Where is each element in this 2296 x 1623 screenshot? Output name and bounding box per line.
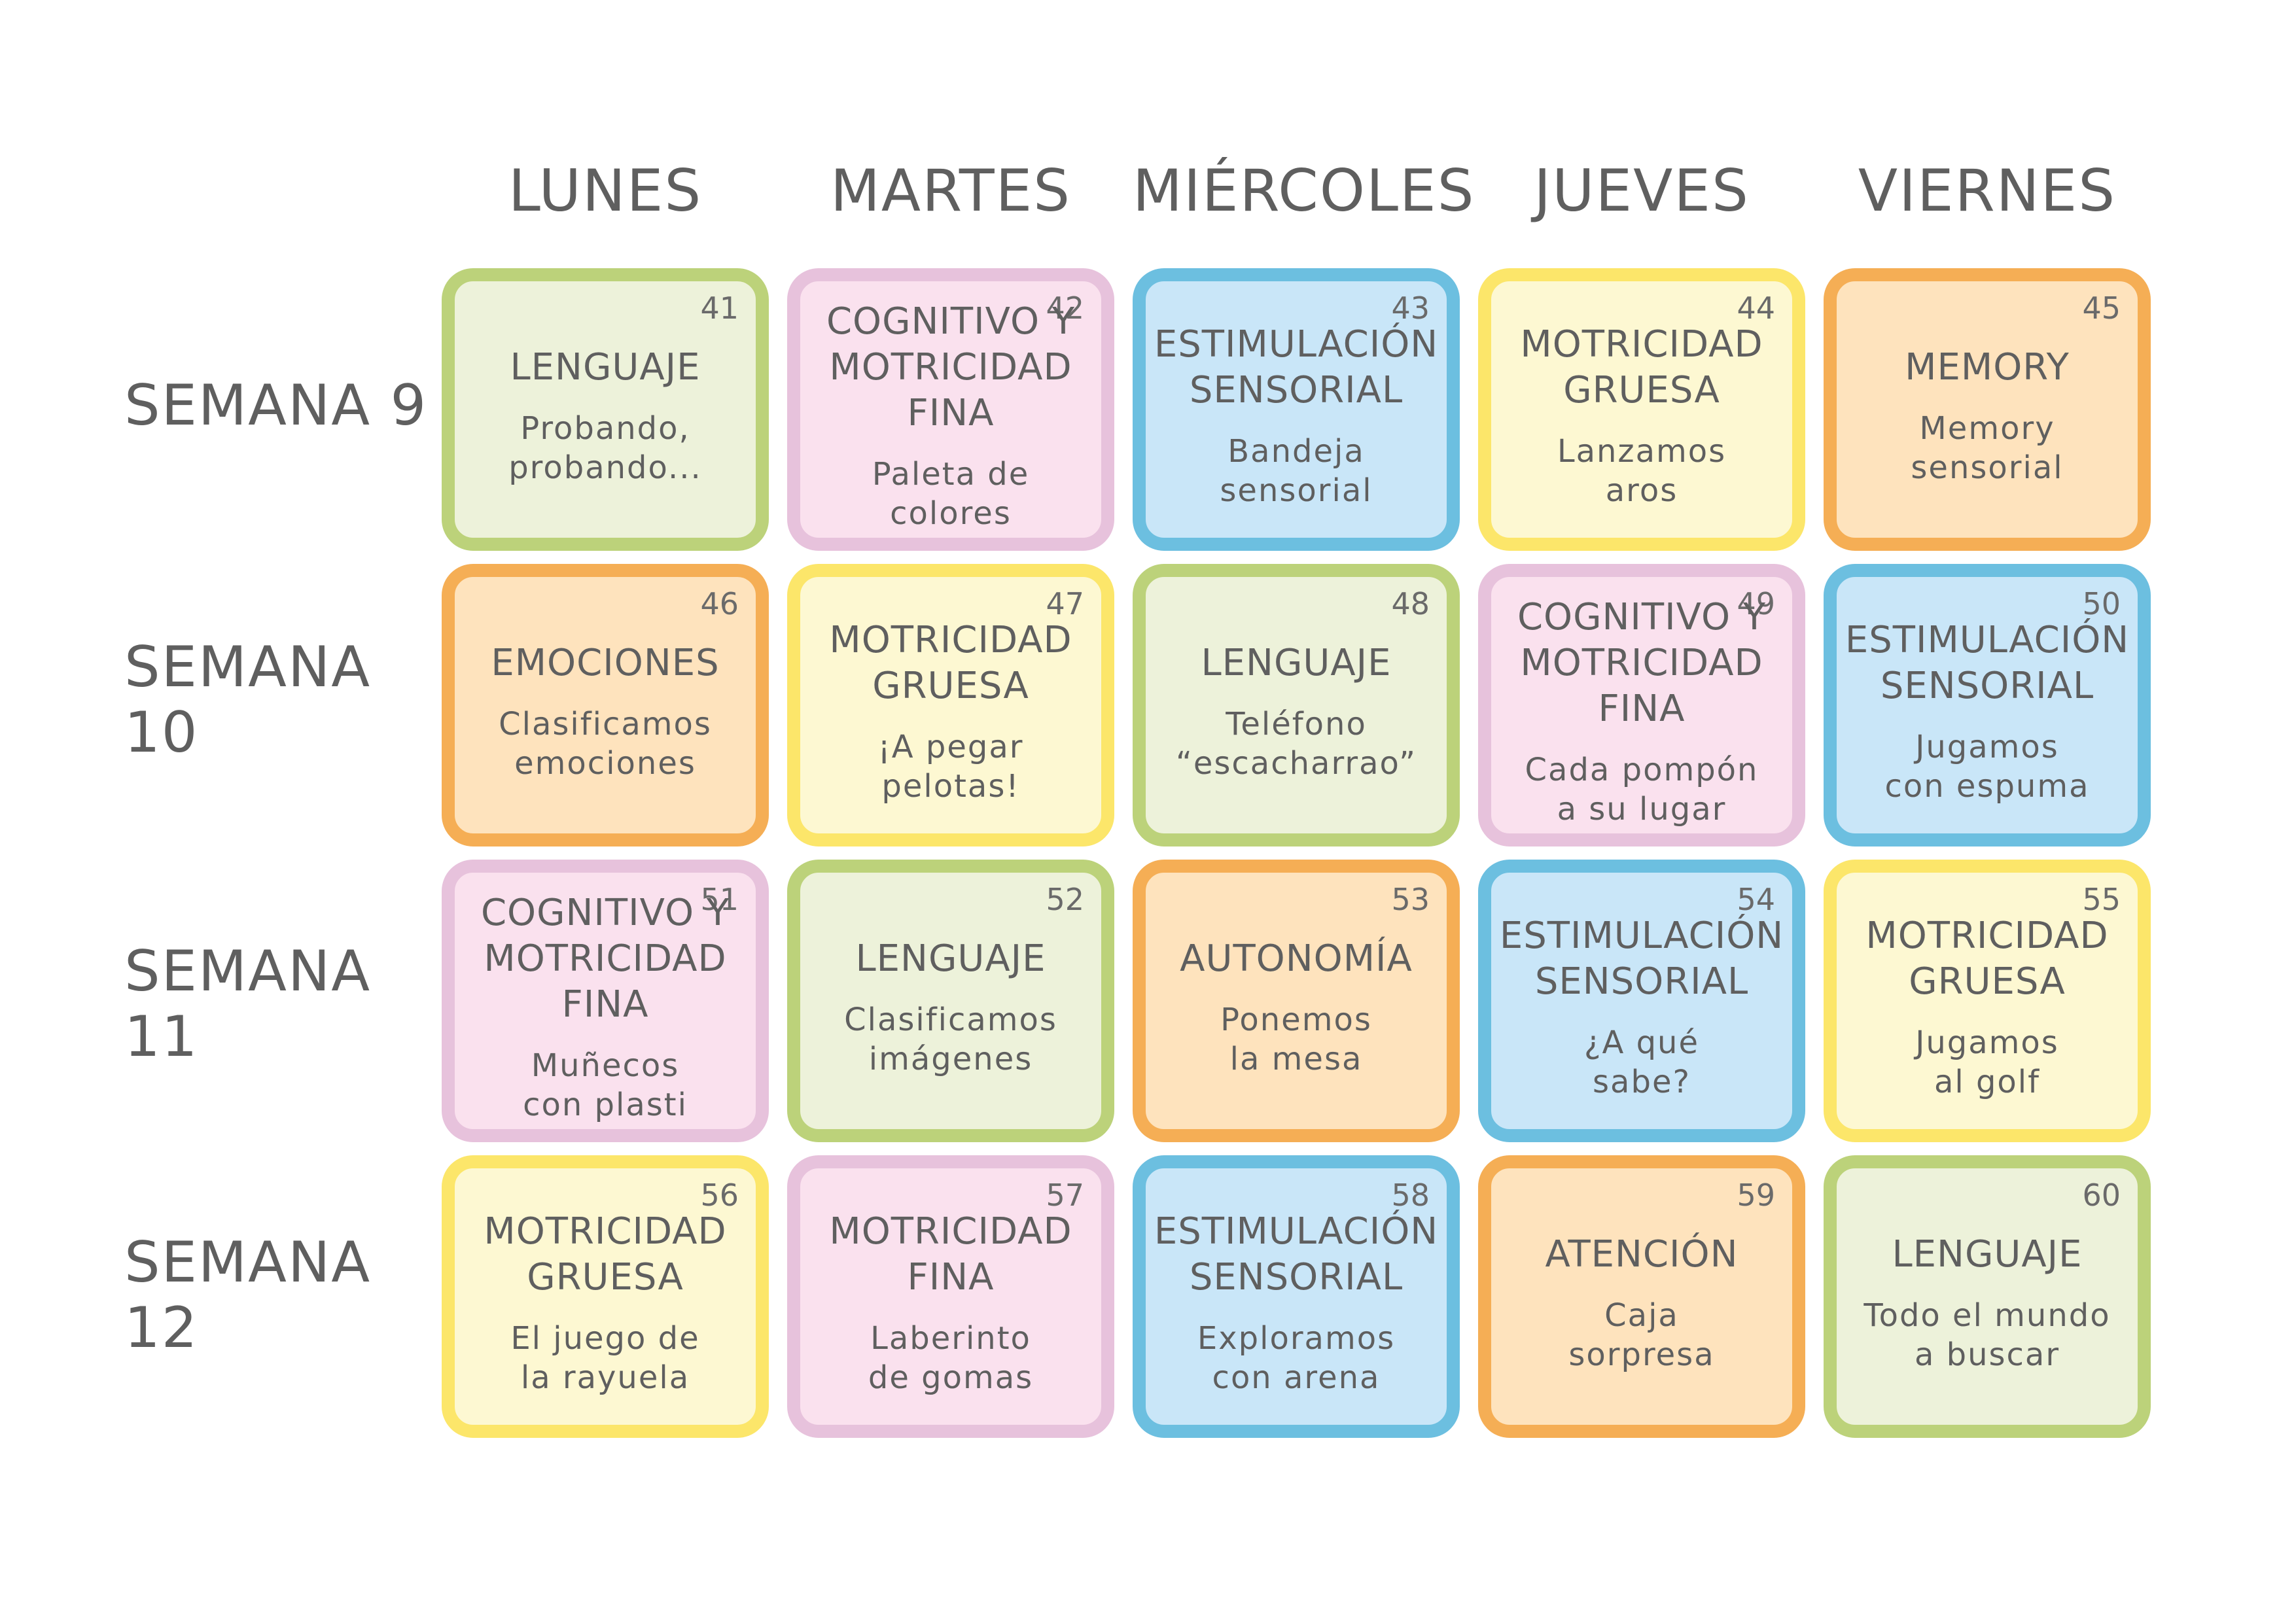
activity-category: MOTRICIDAD FINA bbox=[829, 1210, 1072, 1299]
activity-card: 46 EMOCIONES Clasificamos emociones bbox=[442, 564, 769, 846]
activity-category: COGNITIVO Y MOTRICIDAD FINA bbox=[1517, 596, 1767, 730]
activity-category: ATENCIÓN bbox=[1545, 1233, 1739, 1276]
activity-number: 51 bbox=[700, 882, 739, 917]
activity-number: 58 bbox=[1391, 1178, 1430, 1213]
activity-number: 52 bbox=[1046, 882, 1084, 917]
activity-card: 44 MOTRICIDAD GRUESA Lanzamos aros bbox=[1478, 268, 1805, 551]
activity-title: Bandeja sensorial bbox=[1220, 433, 1373, 509]
activity-number: 54 bbox=[1737, 882, 1775, 917]
activity-title: El juego de la rayuela bbox=[510, 1320, 700, 1396]
activity-title: Laberinto de gomas bbox=[868, 1320, 1034, 1396]
activity-card: 49 COGNITIVO Y MOTRICIDAD FINA Cada pomp… bbox=[1478, 564, 1805, 846]
activity-number: 44 bbox=[1737, 290, 1775, 326]
activity-number: 41 bbox=[700, 290, 739, 326]
activity-number: 49 bbox=[1737, 586, 1775, 621]
activity-card: 58 ESTIMULACIÓN SENSORIAL Exploramos con… bbox=[1133, 1155, 1460, 1438]
activity-card: 53 AUTONOMÍA Ponemos la mesa bbox=[1133, 860, 1460, 1142]
activity-category: LENGUAJE bbox=[510, 346, 701, 389]
activity-title: Paleta de colores bbox=[872, 456, 1030, 532]
activity-number: 57 bbox=[1046, 1178, 1084, 1213]
activity-number: 42 bbox=[1046, 290, 1084, 326]
activity-category: MOTRICIDAD GRUESA bbox=[1865, 915, 2109, 1003]
activity-number: 53 bbox=[1391, 882, 1430, 917]
activity-card: 51 COGNITIVO Y MOTRICIDAD FINA Muñecos c… bbox=[442, 860, 769, 1142]
activity-number: 55 bbox=[2082, 882, 2121, 917]
activity-card: 59 ATENCIÓN Caja sorpresa bbox=[1478, 1155, 1805, 1438]
activity-title: Memory sensorial bbox=[1911, 410, 2064, 486]
activity-title: ¿A qué sabe? bbox=[1584, 1024, 1699, 1100]
activity-title: Jugamos al golf bbox=[1915, 1024, 2059, 1100]
activity-number: 48 bbox=[1391, 586, 1430, 621]
activity-category: AUTONOMÍA bbox=[1180, 937, 1413, 980]
activity-title: Clasificamos imágenes bbox=[844, 1002, 1057, 1077]
activity-title: Ponemos la mesa bbox=[1220, 1002, 1372, 1077]
activity-title: Clasificamos emociones bbox=[499, 706, 712, 782]
activity-title: Exploramos con arena bbox=[1197, 1320, 1396, 1396]
activity-category: COGNITIVO Y MOTRICIDAD FINA bbox=[826, 300, 1076, 434]
activity-card: 57 MOTRICIDAD FINA Laberinto de gomas bbox=[787, 1155, 1114, 1438]
activity-number: 45 bbox=[2082, 290, 2121, 326]
activity-number: 47 bbox=[1046, 586, 1084, 621]
activity-category: ESTIMULACIÓN SENSORIAL bbox=[1154, 323, 1439, 411]
activity-number: 60 bbox=[2082, 1178, 2121, 1213]
activity-number: 56 bbox=[700, 1178, 739, 1213]
activity-number: 59 bbox=[1737, 1178, 1775, 1213]
activity-number: 50 bbox=[2082, 586, 2121, 621]
activity-category: COGNITIVO Y MOTRICIDAD FINA bbox=[480, 892, 730, 1026]
activity-category: MOTRICIDAD GRUESA bbox=[829, 619, 1072, 707]
activity-card: 56 MOTRICIDAD GRUESA El juego de la rayu… bbox=[442, 1155, 769, 1438]
day-header-miercoles: MIÉRCOLES bbox=[1133, 157, 1475, 224]
week-label-12: SEMANA 12 bbox=[124, 1230, 372, 1361]
activity-category: LENGUAJE bbox=[1892, 1233, 2083, 1276]
activity-title: Probando, probando... bbox=[508, 410, 702, 486]
week-label-10: SEMANA 10 bbox=[124, 635, 372, 765]
activity-category: MEMORY bbox=[1905, 346, 2070, 389]
activity-number: 43 bbox=[1391, 290, 1430, 326]
activity-number: 46 bbox=[700, 586, 739, 621]
activity-title: Caja sorpresa bbox=[1568, 1297, 1715, 1373]
activity-category: ESTIMULACIÓN SENSORIAL bbox=[1154, 1210, 1439, 1299]
activity-category: LENGUAJE bbox=[855, 937, 1046, 980]
activity-category: ESTIMULACIÓN SENSORIAL bbox=[1499, 915, 1784, 1003]
activity-title: Teléfono “escacharrao” bbox=[1176, 706, 1417, 782]
activity-card: 54 ESTIMULACIÓN SENSORIAL ¿A qué sabe? bbox=[1478, 860, 1805, 1142]
activity-card: 45 MEMORY Memory sensorial bbox=[1824, 268, 2151, 551]
activity-category: MOTRICIDAD GRUESA bbox=[484, 1210, 727, 1299]
activity-title: ¡A pegar pelotas! bbox=[877, 729, 1024, 805]
activity-card: 48 LENGUAJE Teléfono “escacharrao” bbox=[1133, 564, 1460, 846]
activity-card: 60 LENGUAJE Todo el mundo a buscar bbox=[1824, 1155, 2151, 1438]
activity-card: 43 ESTIMULACIÓN SENSORIAL Bandeja sensor… bbox=[1133, 268, 1460, 551]
activity-card: 47 MOTRICIDAD GRUESA ¡A pegar pelotas! bbox=[787, 564, 1114, 846]
activity-category: EMOCIONES bbox=[491, 642, 720, 684]
activity-category: LENGUAJE bbox=[1201, 642, 1392, 684]
day-header-lunes: LUNES bbox=[508, 157, 703, 224]
activity-title: Lanzamos aros bbox=[1557, 433, 1727, 509]
activity-card: 41 LENGUAJE Probando, probando... bbox=[442, 268, 769, 551]
activity-card: 42 COGNITIVO Y MOTRICIDAD FINA Paleta de… bbox=[787, 268, 1114, 551]
week-label-9: SEMANA 9 bbox=[124, 373, 428, 438]
activity-category: ESTIMULACIÓN SENSORIAL bbox=[1845, 619, 2130, 707]
activity-title: Jugamos con espuma bbox=[1884, 729, 2090, 805]
activity-card: 50 ESTIMULACIÓN SENSORIAL Jugamos con es… bbox=[1824, 564, 2151, 846]
day-header-viernes: VIERNES bbox=[1858, 157, 2117, 224]
day-header-martes: MARTES bbox=[830, 157, 1072, 224]
activity-title: Cada pompón a su lugar bbox=[1525, 752, 1759, 828]
activity-title: Todo el mundo a buscar bbox=[1863, 1297, 2111, 1373]
day-header-jueves: JUEVES bbox=[1534, 157, 1750, 224]
week-label-11: SEMANA 11 bbox=[124, 939, 372, 1070]
activity-title: Muñecos con plasti bbox=[523, 1047, 688, 1123]
activity-category: MOTRICIDAD GRUESA bbox=[1520, 323, 1763, 411]
activity-card: 52 LENGUAJE Clasificamos imágenes bbox=[787, 860, 1114, 1142]
activity-card: 55 MOTRICIDAD GRUESA Jugamos al golf bbox=[1824, 860, 2151, 1142]
